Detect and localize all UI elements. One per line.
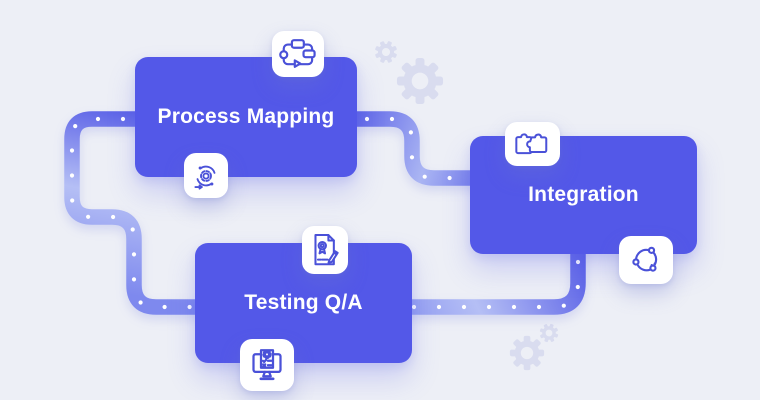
node-testing-qa-label: Testing Q/A	[244, 291, 363, 314]
gear-icon-cluster-bottom	[509, 321, 561, 371]
node-process-mapping-label: Process Mapping	[157, 105, 335, 128]
certificate-icon	[302, 226, 348, 274]
sync-icon	[619, 236, 673, 284]
node-integration-label: Integration	[528, 183, 639, 206]
node-process-mapping: Process Mapping	[135, 57, 357, 177]
gear-icon-cluster-top	[371, 37, 444, 105]
monitor-checklist-icon	[240, 339, 294, 391]
workflow-icon	[272, 31, 324, 77]
puzzle-icon	[505, 122, 560, 166]
process-cycle-icon	[184, 153, 228, 198]
